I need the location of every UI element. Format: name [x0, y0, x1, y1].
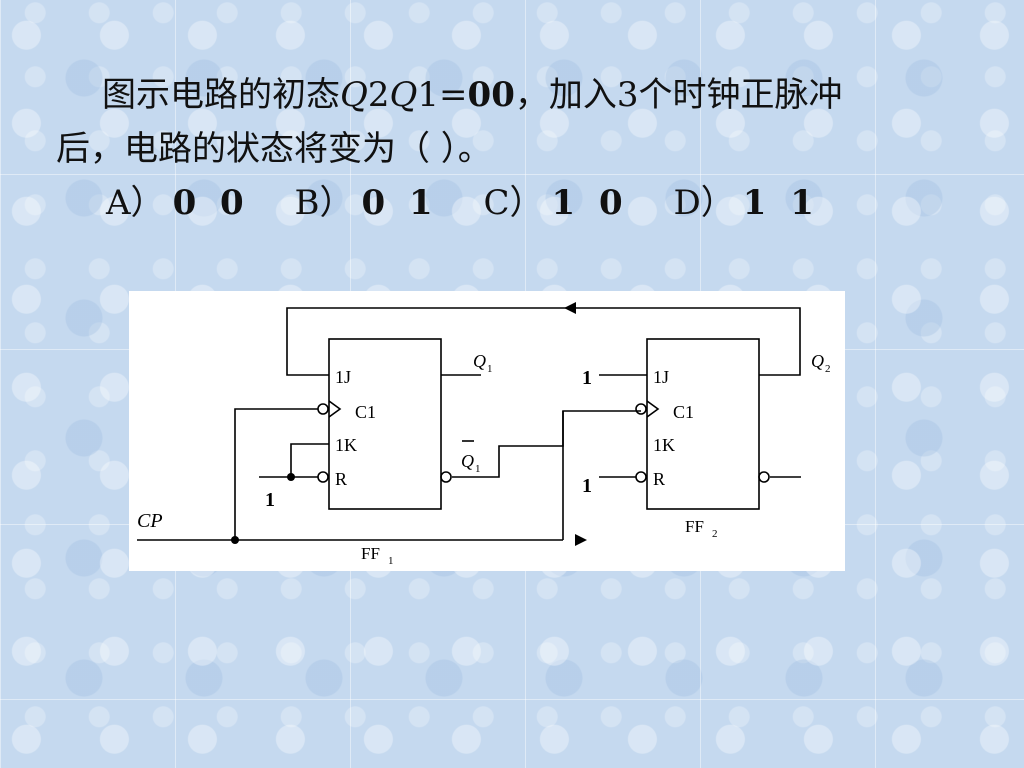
equals-sign: =: [439, 75, 468, 115]
ff1-clock-wire: [234, 408, 318, 540]
ff2-pin-c: C1: [673, 402, 694, 422]
question-line-1: 图示电路的初态Q2Q1=00，加入3个时钟正脉冲: [56, 68, 956, 122]
option-d-label: D）: [673, 183, 735, 223]
option-b[interactable]: B）0 1: [295, 176, 439, 230]
ff1-reset-const: 1: [265, 489, 275, 511]
k-junction-dot: [287, 473, 295, 481]
ff2-name-sub: 2: [712, 528, 718, 540]
ff1-qbar-sub: 1: [475, 463, 481, 475]
ff2-clock-triangle: [646, 400, 660, 418]
clock-arrow: [575, 534, 587, 546]
feedback-wire: [286, 307, 801, 376]
q1-index: 1: [417, 75, 440, 115]
circuit-svg: 1J C1 1K R 1J C1 1K R Q 1 Q 1 Q 2 1 1 1 …: [137, 302, 831, 567]
q2-symbol: Q: [340, 75, 368, 115]
ff2-clock-bubble: [635, 403, 647, 415]
answer-options: A）0 0 B）0 1 C）1 0 D）1 1: [56, 176, 956, 230]
ff1-clock-triangle: [328, 400, 342, 418]
ff2-qbar-bubble: [758, 471, 770, 483]
ff2-pin-j: 1J: [653, 367, 669, 387]
ff1-reset-bubble: [317, 471, 329, 483]
ff1-qbar-bubble: [440, 471, 452, 483]
ff2-q-sub: 2: [825, 363, 831, 375]
ff2-reset-const: 1: [582, 475, 592, 497]
clock-junction-dot: [231, 536, 239, 544]
ff1-q-label: Q: [473, 351, 486, 371]
ff2-pin-r: R: [653, 469, 665, 489]
ff2-name: FF: [685, 517, 704, 536]
clock-label: CP: [137, 510, 163, 532]
ff1-qbar-label: Q: [461, 451, 474, 471]
ff1-name: FF: [361, 544, 380, 563]
option-c[interactable]: C）1 0: [484, 176, 629, 230]
ff1-q-sub: 1: [487, 363, 493, 375]
ff2-pin-k: 1K: [653, 435, 675, 455]
option-a[interactable]: A）0 0: [106, 176, 250, 230]
ff1-name-sub: 1: [388, 555, 394, 567]
circuit-diagram: 1J C1 1K R 1J C1 1K R Q 1 Q 1 Q 2 1 1 1 …: [129, 291, 845, 571]
ff1-pin-j: 1J: [335, 367, 351, 387]
feedback-arrow: [564, 302, 576, 314]
option-b-value: 0 1: [361, 183, 439, 223]
ff1-pin-r: R: [335, 469, 347, 489]
option-a-label: A）: [106, 183, 165, 223]
ff1-k-wire: [290, 443, 329, 478]
question-suffix: ，加入3个时钟正脉冲: [514, 75, 843, 115]
ff1-pin-k: 1K: [335, 435, 357, 455]
option-b-label: B）: [294, 183, 354, 223]
ff1-clock-bubble: [317, 403, 329, 415]
question-line-2: 后，电路的状态将变为（ ）。: [56, 129, 492, 169]
q1-symbol: Q: [389, 75, 418, 115]
q2-index: 2: [367, 75, 390, 115]
ff1-pin-c: C1: [355, 402, 376, 422]
ff2-q-label: Q: [811, 351, 824, 371]
ff1-qbar-wire: [452, 410, 641, 478]
option-a-value: 0 0: [172, 183, 250, 223]
ff1-box: [328, 338, 442, 510]
ff2-j-const: 1: [582, 367, 592, 389]
option-c-value: 1 0: [551, 183, 629, 223]
question-prefix: 图示电路的初态: [102, 75, 340, 115]
question-text: 图示电路的初态Q2Q1=00，加入3个时钟正脉冲 后，电路的状态将变为（ ）。 …: [56, 68, 956, 230]
option-c-label: C）: [483, 183, 544, 223]
ff2-reset-bubble: [635, 471, 647, 483]
ff2-box: [646, 338, 760, 510]
initial-state-value: 00: [467, 75, 515, 115]
option-d-value: 1 1: [742, 183, 820, 223]
option-d[interactable]: D）1 1: [673, 176, 819, 230]
